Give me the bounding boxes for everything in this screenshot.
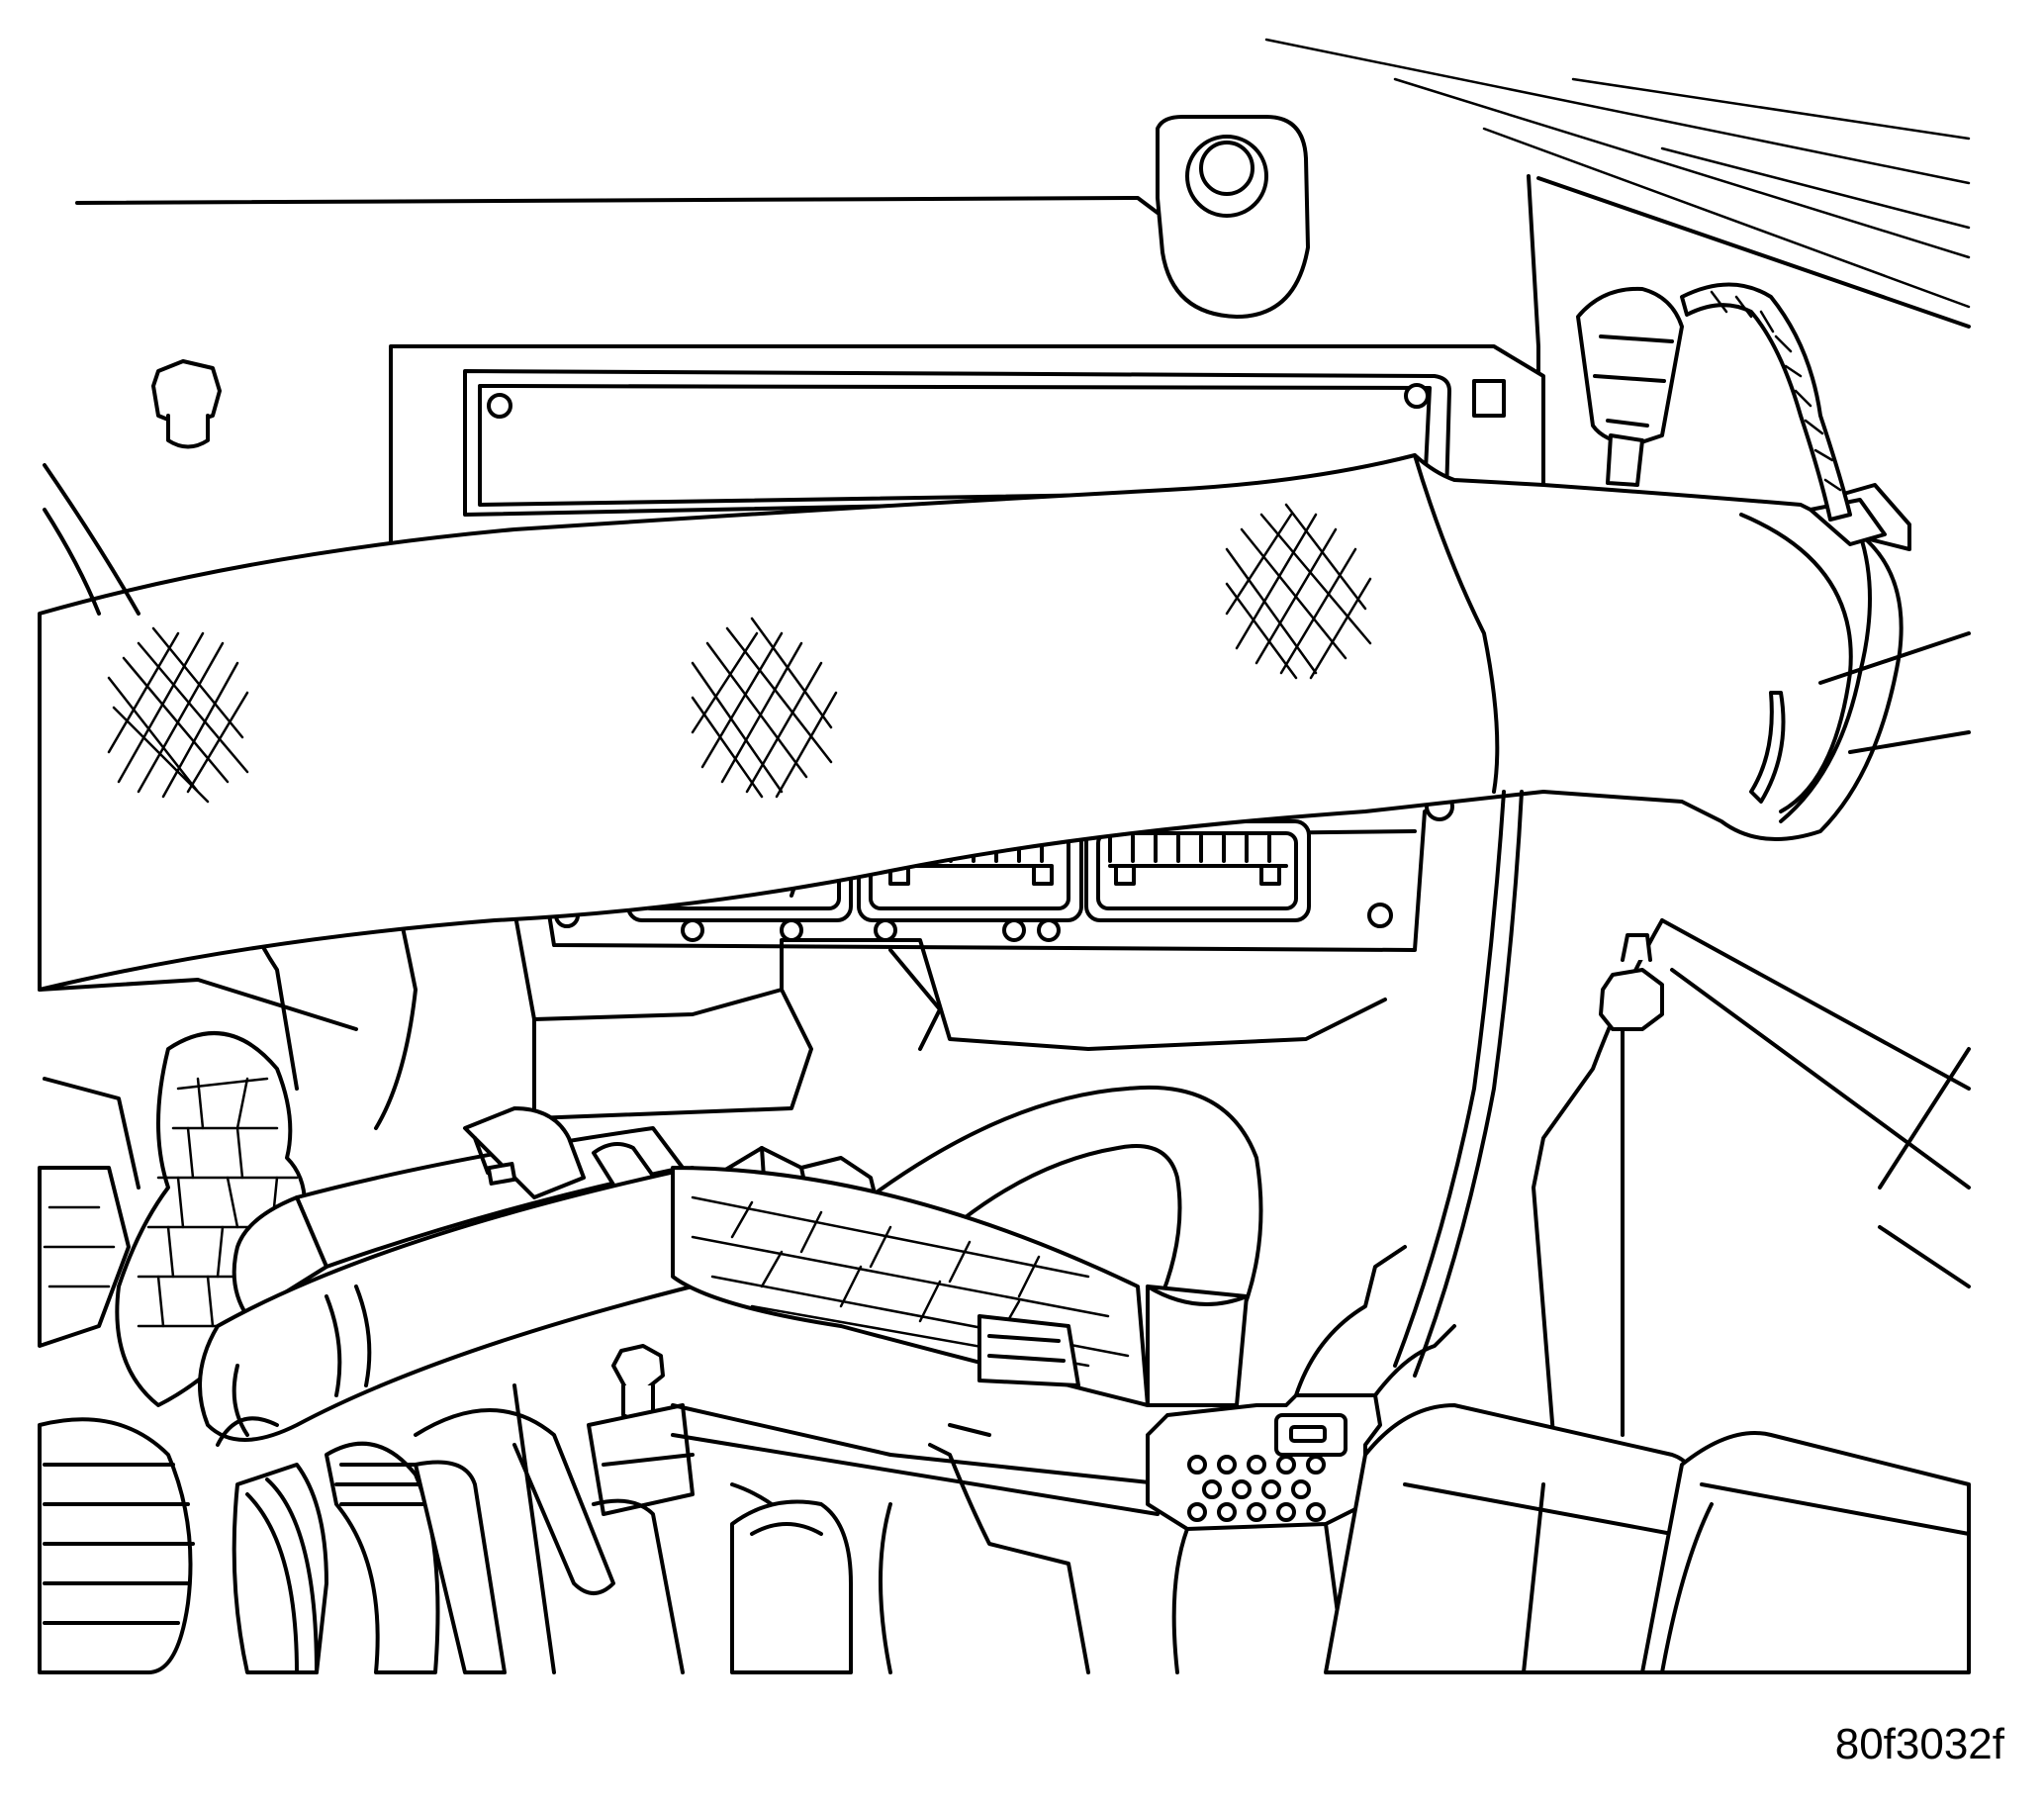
battery-tray <box>1532 631 1971 1437</box>
wiring-harness-main <box>38 453 1904 992</box>
cowl-panel <box>75 38 1971 477</box>
ground-wire <box>1393 790 1524 1378</box>
heater-hose <box>198 1166 734 1442</box>
upper-left-lines <box>43 463 140 616</box>
hex-bolt-right-icon <box>1599 968 1664 1031</box>
coolant-hose <box>232 1106 685 1318</box>
hex-bolt-center-icon <box>587 1344 695 1516</box>
sensor-pigtail <box>1576 282 1852 522</box>
hex-bolt-left-icon <box>151 359 222 449</box>
hatch-right <box>1225 503 1372 680</box>
lower-left-pulleys <box>38 1416 685 1674</box>
figure-id-label: 80f3032f <box>1834 1720 2004 1768</box>
lower-linkage <box>414 1383 1169 1674</box>
pcm-connector-c3 <box>1084 819 1311 922</box>
relay-box <box>1324 1403 1971 1674</box>
hatch-center <box>691 617 838 799</box>
harness-connector <box>1146 1245 1456 1674</box>
mounting-bracket <box>1156 115 1310 319</box>
lower-harness-center <box>671 1166 1150 1407</box>
hatch-left <box>107 626 249 804</box>
